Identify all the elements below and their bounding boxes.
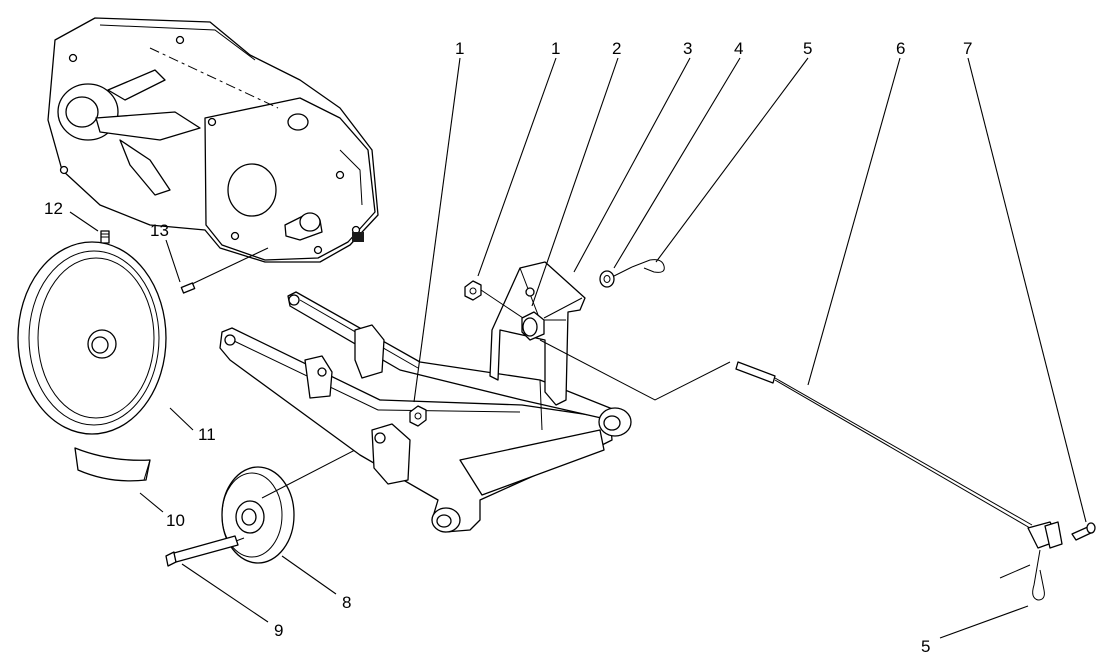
clevis-pin-7 xyxy=(1071,522,1096,541)
callout-5a: 5 xyxy=(803,39,812,58)
bolt-9 xyxy=(165,535,245,567)
callout-10: 10 xyxy=(166,511,185,530)
callout-5b: 5 xyxy=(921,637,930,656)
nut-1-lower xyxy=(409,405,427,427)
idler-arm-frame xyxy=(219,291,632,533)
swivel-2 xyxy=(521,297,583,341)
callout-7: 7 xyxy=(963,39,972,58)
callout-leaders xyxy=(69,57,1087,639)
large-pulley-11 xyxy=(17,241,167,435)
callout-8: 8 xyxy=(342,593,351,612)
nut-1-upper xyxy=(464,280,527,321)
hairpin-5-lower xyxy=(999,549,1045,601)
callout-1a: 1 xyxy=(455,39,464,58)
callout-6: 6 xyxy=(896,39,905,58)
callout-3: 3 xyxy=(683,39,692,58)
callout-1b: 1 xyxy=(551,39,560,58)
gearbox-housing xyxy=(47,17,379,263)
callout-9: 9 xyxy=(274,621,283,640)
callout-13: 13 xyxy=(150,221,169,240)
callout-2: 2 xyxy=(612,39,621,58)
callout-4: 4 xyxy=(734,39,743,58)
callout-12: 12 xyxy=(44,199,63,218)
cable-6 xyxy=(539,339,1063,549)
hairpin-5-upper xyxy=(631,259,665,273)
callout-labels: 1 1 2 3 4 5 6 7 5 8 9 10 11 12 13 xyxy=(44,39,972,656)
brake-shoe-10 xyxy=(74,447,151,482)
pin-13 xyxy=(180,247,269,294)
washer-4 xyxy=(599,266,633,288)
callout-11: 11 xyxy=(198,425,216,444)
